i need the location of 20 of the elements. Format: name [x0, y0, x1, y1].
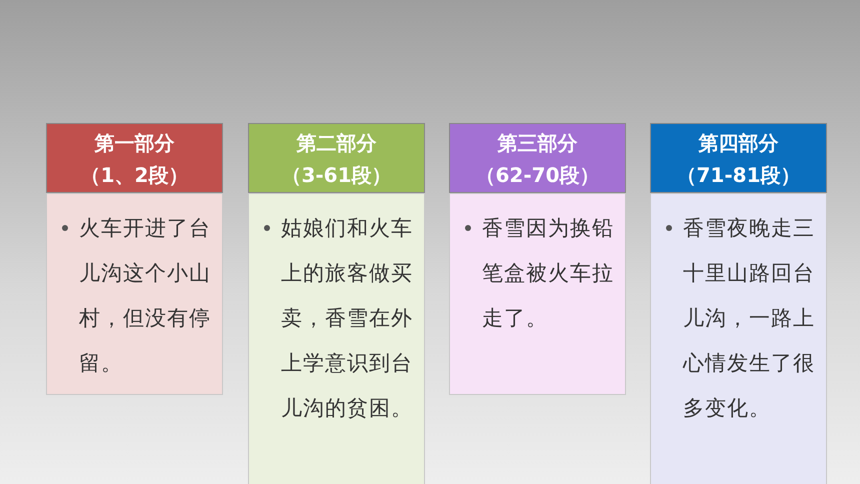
summary-box	[46, 193, 223, 395]
paragraph-range: （62-70段）	[474, 162, 600, 189]
summary-box	[248, 193, 425, 484]
section-title: 第二部分	[296, 130, 378, 157]
paragraph-range: （3-61段）	[280, 162, 393, 189]
summary-text: 香雪因为换铅笔盒被火车拉走了。	[482, 215, 615, 332]
summary-text: 香雪夜晚走三十里山路回台儿沟，一路上心情发生了很多变化。	[683, 215, 816, 422]
paragraph-range: （1、2段）	[80, 162, 190, 189]
section-header-box	[650, 123, 827, 193]
summary-box	[449, 193, 626, 395]
summary-text: 火车开进了台儿沟这个小山村，但没有停留。	[79, 215, 212, 377]
paragraph-range: （71-81段）	[676, 162, 802, 189]
section-header-box	[46, 123, 223, 193]
summary-box	[650, 193, 827, 484]
section-header-box	[248, 123, 425, 193]
summary-text: 姑娘们和火车上的旅客做买卖，香雪在外上学意识到台儿沟的贫困。	[281, 215, 414, 422]
section-title: 第四部分	[698, 130, 780, 157]
section-header-box	[449, 123, 626, 193]
section-title: 第三部分	[496, 130, 578, 157]
section-title: 第一部分	[94, 130, 176, 157]
